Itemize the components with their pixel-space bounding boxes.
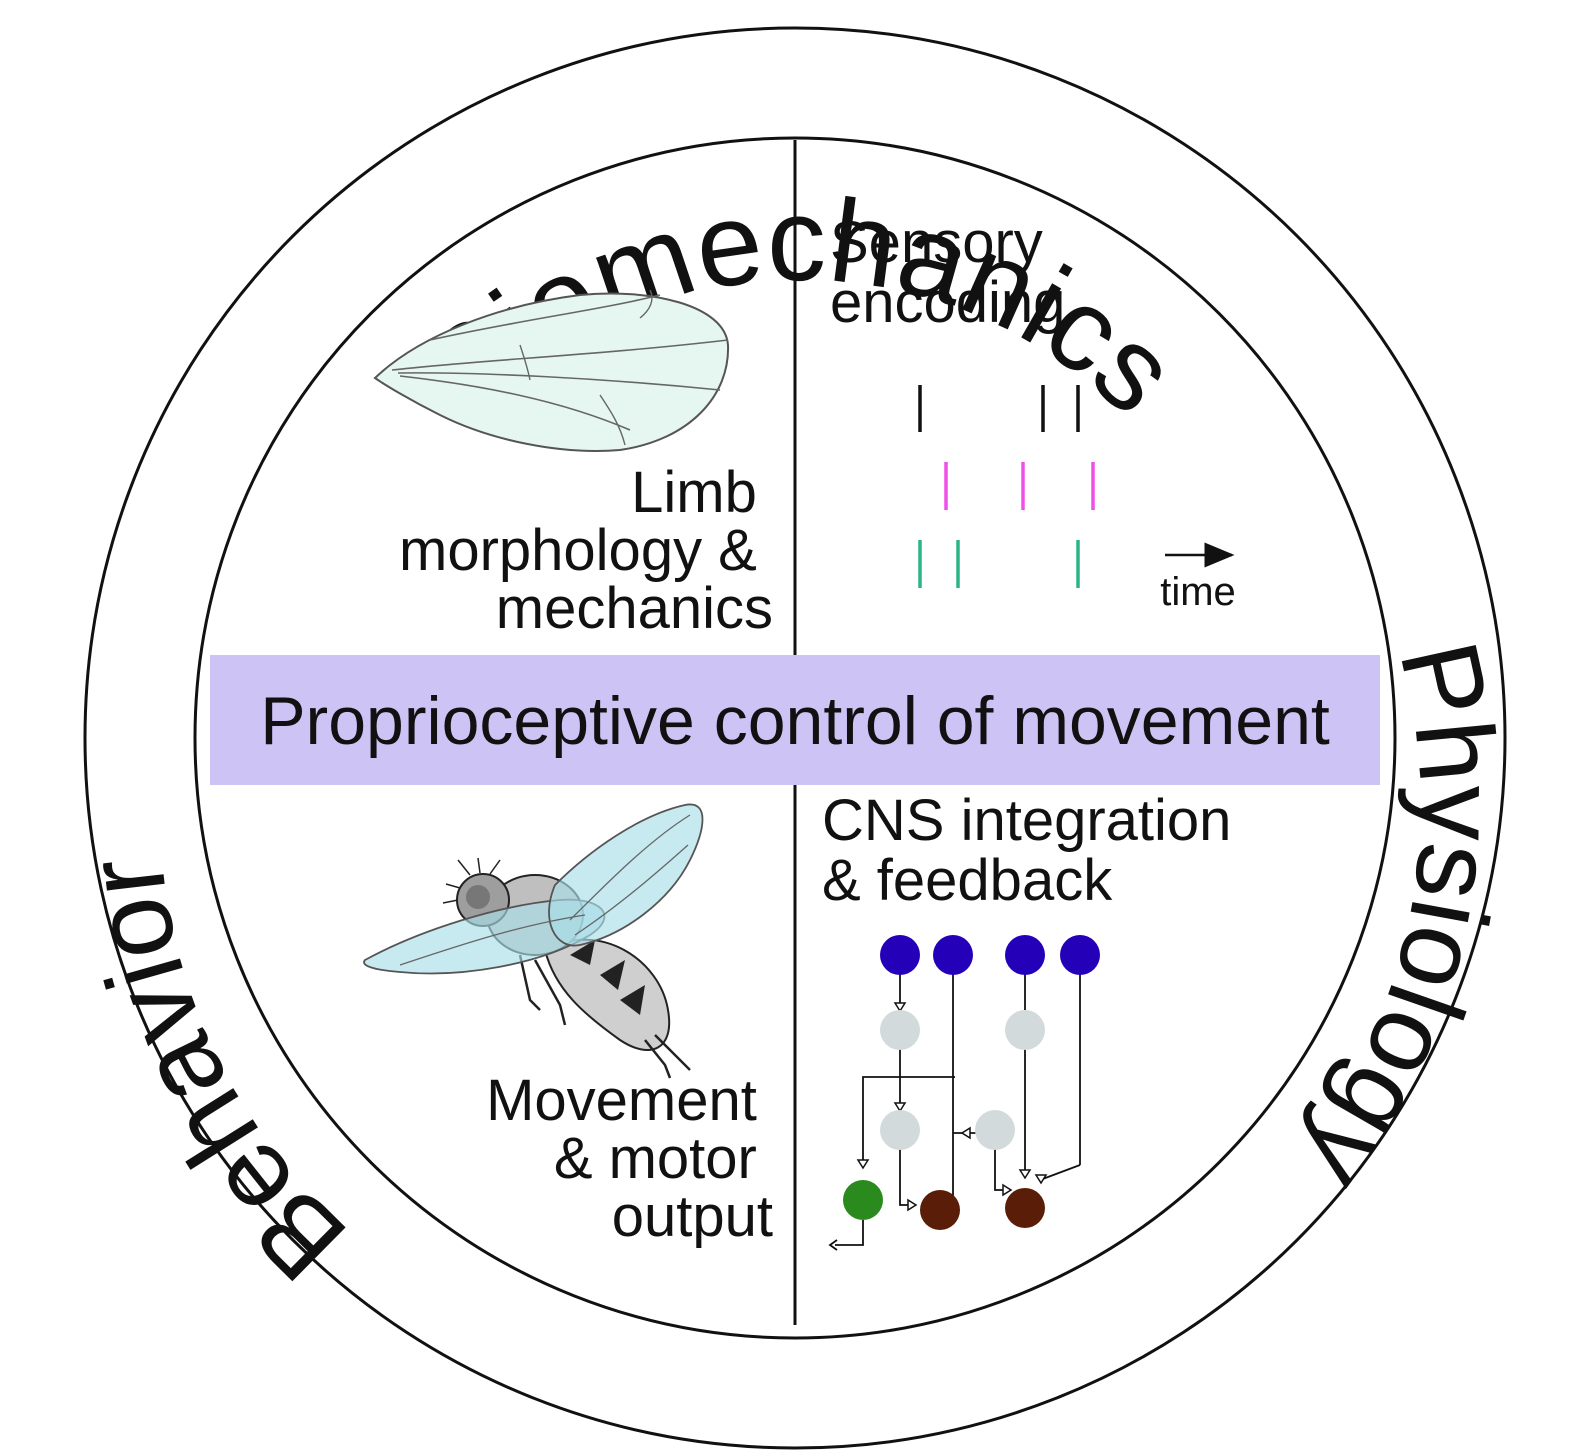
inner-ring — [193, 136, 1397, 1340]
sensory-neuron — [933, 935, 973, 975]
motor-output-label: Movement & motor output — [486, 1068, 773, 1249]
sensory-neuron — [1060, 935, 1100, 975]
sensory-encoding-label: Sensory encoding — [830, 210, 1065, 335]
output-neuron — [843, 1180, 883, 1220]
motor-neuron — [920, 1190, 960, 1230]
ring-label-behavior: Behavior — [63, 852, 369, 1304]
outer-ring — [83, 26, 1507, 1450]
interneuron — [975, 1110, 1015, 1150]
center-band-label: Proprioceptive control of movement — [260, 683, 1330, 759]
sensory-neuron — [880, 935, 920, 975]
wing-illustration — [373, 289, 730, 452]
spike-train-magenta — [944, 462, 1095, 510]
center-band — [210, 655, 1380, 785]
output-arrow — [828, 1239, 838, 1251]
cns-integration-label: CNS integration & feedback — [822, 788, 1248, 913]
spike-train-green — [918, 540, 1080, 588]
synapse-markers — [856, 1002, 1048, 1212]
neurons — [843, 935, 1100, 1230]
spike-raster — [918, 385, 1095, 588]
spike-train-black — [918, 385, 1080, 432]
limb-mechanics-label: Limb morphology & mechanics — [399, 460, 773, 641]
motor-neuron — [1005, 1188, 1045, 1228]
time-label: time — [1160, 570, 1236, 614]
fly-illustration — [363, 803, 704, 1079]
interneuron — [880, 1010, 920, 1050]
interneuron — [1005, 1010, 1045, 1050]
interneuron — [880, 1110, 920, 1150]
sensory-neuron — [1005, 935, 1045, 975]
